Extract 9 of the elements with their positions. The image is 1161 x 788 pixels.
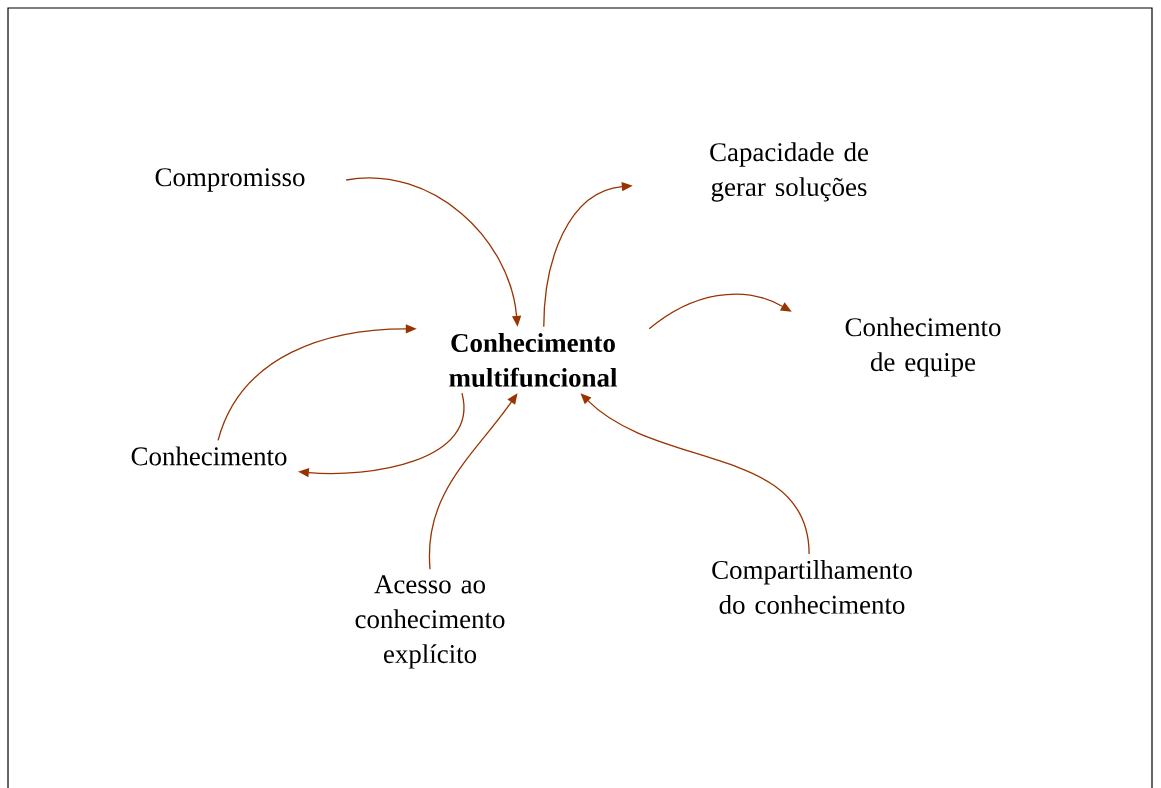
concept-label: Acesso ao conhecimento explícito [355,575,505,669]
concept-label: Conhecimento de equipe [845,317,1001,377]
curved-arrow [580,393,810,555]
concept-label: Compromisso [155,168,305,192]
concept-label: Compartilhamento do conhecimento [712,560,912,614]
concept-label: Capacidade de gerar soluções [710,142,868,202]
center-label: Conhecimento multifuncional [449,333,617,387]
curved-arrow [428,393,518,570]
concept-label: Conhecimento [131,446,287,466]
